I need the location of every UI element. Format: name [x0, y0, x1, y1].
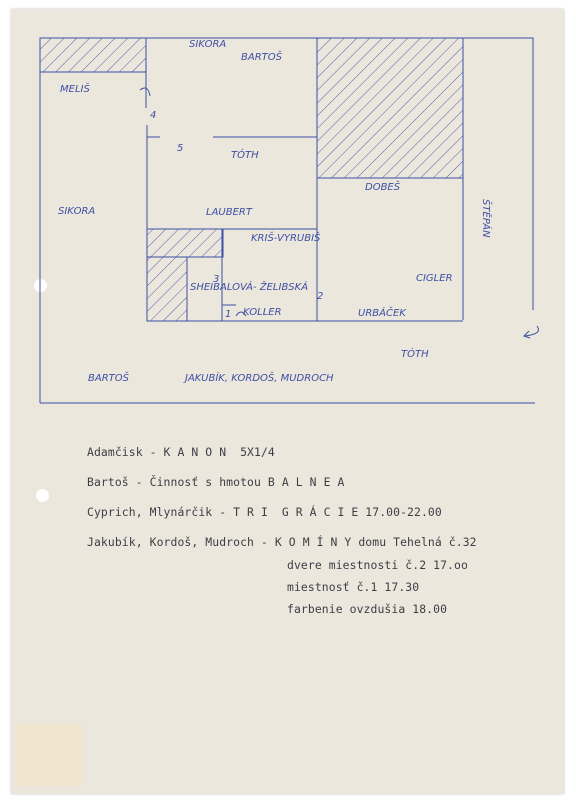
schedule-line-5: dvere miestnosti č.2 17.oo [287, 558, 468, 572]
schedule-line-3: Cyprich, Mlynárčik - T R I G R Á C I E 1… [87, 505, 442, 519]
door-arc [139, 87, 151, 97]
door-arc [235, 311, 247, 317]
label-koller: KOLLER [243, 307, 282, 318]
label-toth-right: TÓTH [401, 347, 429, 360]
paper-stain [17, 724, 83, 786]
schedule-line-7: farbenie ovzdušia 18.00 [287, 602, 448, 616]
schedule-line-1: Adamčisk - K A N O N 5X1/4 [87, 445, 275, 459]
door-number: 5 [177, 143, 183, 154]
label-cigler: CIGLER [416, 273, 453, 284]
hatched-block-top-right [316, 37, 464, 179]
arrow-stepan [524, 325, 539, 337]
label-bartos-top: BARTOŠ [241, 50, 283, 63]
arrowhead [523, 330, 531, 339]
punch-hole-bottom [36, 489, 49, 502]
hatched-block-lower [146, 256, 188, 322]
door-number: 4 [150, 110, 156, 121]
schedule-line-4: Jakubík, Kordoš, Mudroch - K O M Í N Y d… [87, 535, 477, 549]
hatched-block-middle [146, 228, 224, 258]
schedule-line-6: miestnosť č.1 17.30 [287, 580, 420, 594]
label-dobes: DOBEŠ [365, 180, 401, 193]
label-toth-center: TÓTH [231, 148, 259, 161]
label-urbacek: URBÁČEK [358, 306, 407, 319]
label-melis: MELIŠ [60, 82, 90, 95]
hatched-block-top-left [39, 37, 147, 73]
schedule-line-2: Bartoš - Činnosť s hmotou B A L N E A [87, 475, 345, 489]
label-sikora-top: SIKORA [189, 39, 226, 50]
door-number: 1 [225, 309, 231, 320]
label-jakubik-group: JAKUBÍK, KORDOŠ, MUDROCH [183, 371, 334, 384]
door-number: 3 [213, 274, 219, 285]
label-bartos-bottom: BARTOŠ [88, 371, 130, 384]
label-stepan: ŠTĚPÁN [480, 199, 493, 238]
door-number: 2 [317, 291, 323, 302]
label-sikora-left: SIKORA [58, 206, 95, 217]
label-kris-vyrubis: KRIŠ-VYRUBIŠ [251, 231, 321, 244]
label-laubert: LAUBERT [206, 207, 253, 218]
paper-sheet [11, 9, 564, 794]
outer-wall [40, 37, 534, 310]
label-sheibalova-zelibska: SHEIBALOVÁ- ŽELIBSKÁ [190, 280, 308, 293]
